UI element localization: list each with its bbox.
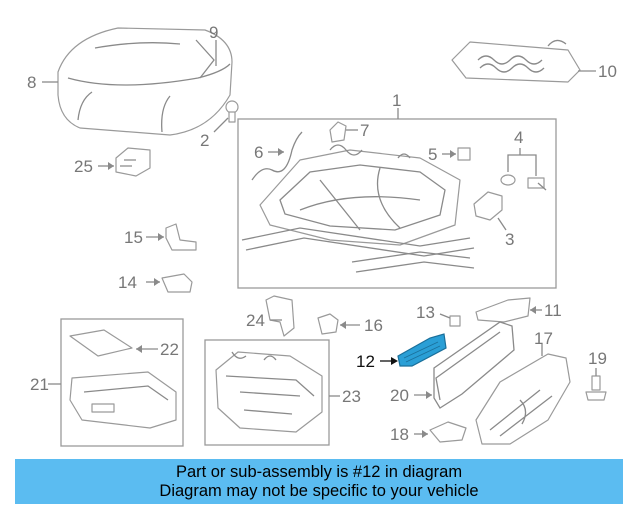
label-1: 1 [392,91,401,110]
info-banner: Part or sub-assembly is #12 in diagram D… [15,459,623,504]
arrow-5 [450,150,456,158]
wire-20-drawing [433,321,515,409]
label-20: 20 [390,386,409,405]
leader-3 [497,217,507,231]
label-25: 25 [74,157,93,176]
label-16: 16 [364,316,383,335]
arrow-20 [426,391,432,399]
arrow-25 [108,162,114,170]
label-3: 3 [505,230,514,249]
label-10: 10 [598,62,617,81]
bracket-24-drawing [265,295,295,337]
clip-2-drawing [225,100,239,123]
label-17: 17 [534,329,553,348]
wire-20-inner [435,331,501,401]
label-18: 18 [390,425,409,444]
screw-19-drawing [585,375,607,401]
arrow-22 [136,345,142,353]
label-24: 24 [246,311,265,330]
seat-frame-drawing [241,144,475,273]
label-2: 2 [200,131,209,150]
bracket-15-drawing [165,223,197,251]
cable-6-drawing [251,131,303,181]
part-12-highlight-drawing [397,333,447,367]
label-22: 22 [160,340,179,359]
arrow-11 [530,306,536,314]
motor-3-drawing [473,191,503,221]
banner-line-2: Diagram may not be specific to your vehi… [159,481,479,500]
label-5: 5 [428,145,437,164]
label-15: 15 [124,228,143,247]
label-6: 6 [254,143,263,162]
leader-4 [507,148,537,176]
arrow-14 [154,278,160,286]
part-12-detail [403,341,441,363]
arrow-12 [391,357,398,365]
heater-mat-drawing [451,39,581,83]
label-11: 11 [544,301,562,320]
label-12: 12 [356,352,375,371]
clip-16-drawing [317,313,339,335]
bolt-nut-4-drawing [500,174,547,191]
label-9: 9 [209,23,218,42]
arrow-15 [158,233,164,241]
shield-17-drawing [475,353,571,445]
label-19: 19 [588,349,607,368]
arrow-6 [278,148,284,156]
tray-drawing [69,371,177,429]
seat-cushion-drawing [57,27,233,136]
module-25-drawing [115,147,151,177]
arrow-16 [340,321,346,329]
shield-17-detail [489,389,553,437]
banner-line-1: Part or sub-assembly is #12 in diagram [175,462,463,481]
frame-group-box [237,118,557,289]
label-21: 21 [30,375,49,394]
label-4: 4 [514,128,523,147]
arrow-18 [422,430,428,438]
clip-5-drawing [457,147,471,161]
clip-13-drawing [449,315,461,327]
mat-22-drawing [69,329,133,357]
bracket-7-drawing [329,121,347,143]
storage-group-box [60,318,184,447]
cover-11-drawing [475,297,531,323]
leader-2 [213,117,229,133]
console-23-drawing [215,351,323,433]
label-8: 8 [27,73,36,92]
cover-14-drawing [161,273,193,293]
box-group-23 [204,339,330,446]
clip-18-drawing [429,421,467,443]
label-23: 23 [342,387,361,406]
leader-13 [439,313,451,319]
label-14: 14 [118,273,137,292]
label-7: 7 [360,121,369,140]
label-13: 13 [416,303,435,322]
